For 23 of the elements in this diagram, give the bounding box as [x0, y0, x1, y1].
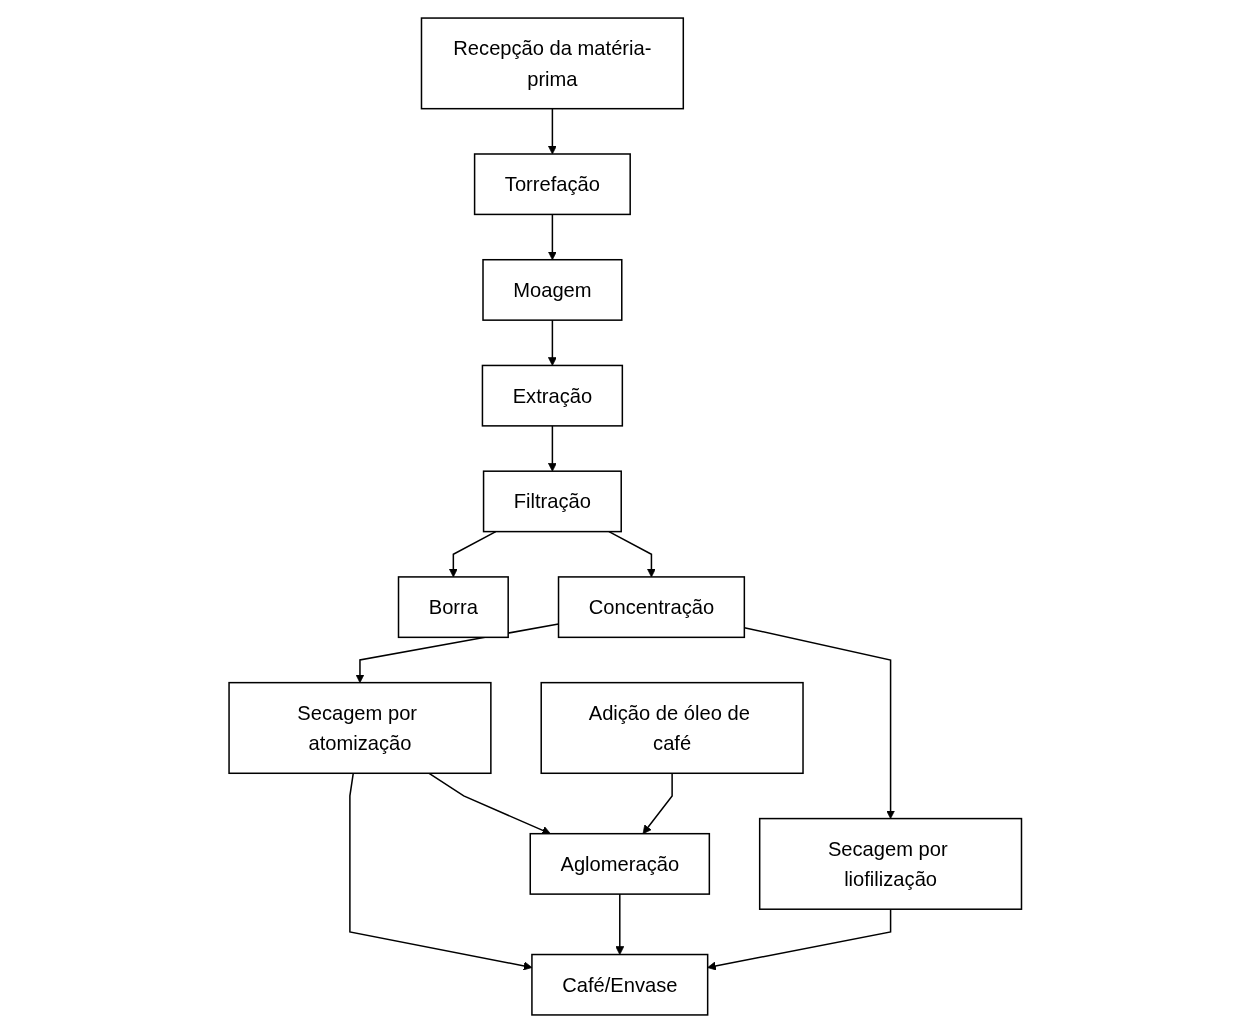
node-box: Café/Envase: [530, 953, 709, 1016]
node-box: Moagem: [481, 258, 623, 321]
node-box: Concentração: [557, 576, 745, 639]
node-box: Filtração: [482, 470, 622, 533]
arrow: [448, 530, 497, 578]
node-box: Adição de óleo de café: [540, 681, 804, 775]
arrow: [428, 772, 551, 835]
node-box: Borra: [397, 576, 509, 639]
node-box: Recepção da matéria-prima: [420, 17, 684, 110]
arrow: [547, 319, 557, 366]
arrow: [707, 908, 892, 971]
node-box: Secagem por atomização: [228, 681, 492, 775]
arrow: [547, 107, 557, 155]
node-box: Secagem por liofilização: [758, 817, 1022, 910]
node-box: Aglomeração: [529, 832, 710, 895]
arrow: [642, 772, 673, 835]
arrow: [547, 425, 557, 472]
arrow: [607, 530, 656, 578]
node-box: Torrefação: [473, 153, 631, 216]
arrow: [547, 213, 557, 261]
arrow: [615, 893, 624, 955]
arrow: [355, 623, 559, 684]
node-box: Extração: [481, 364, 623, 427]
